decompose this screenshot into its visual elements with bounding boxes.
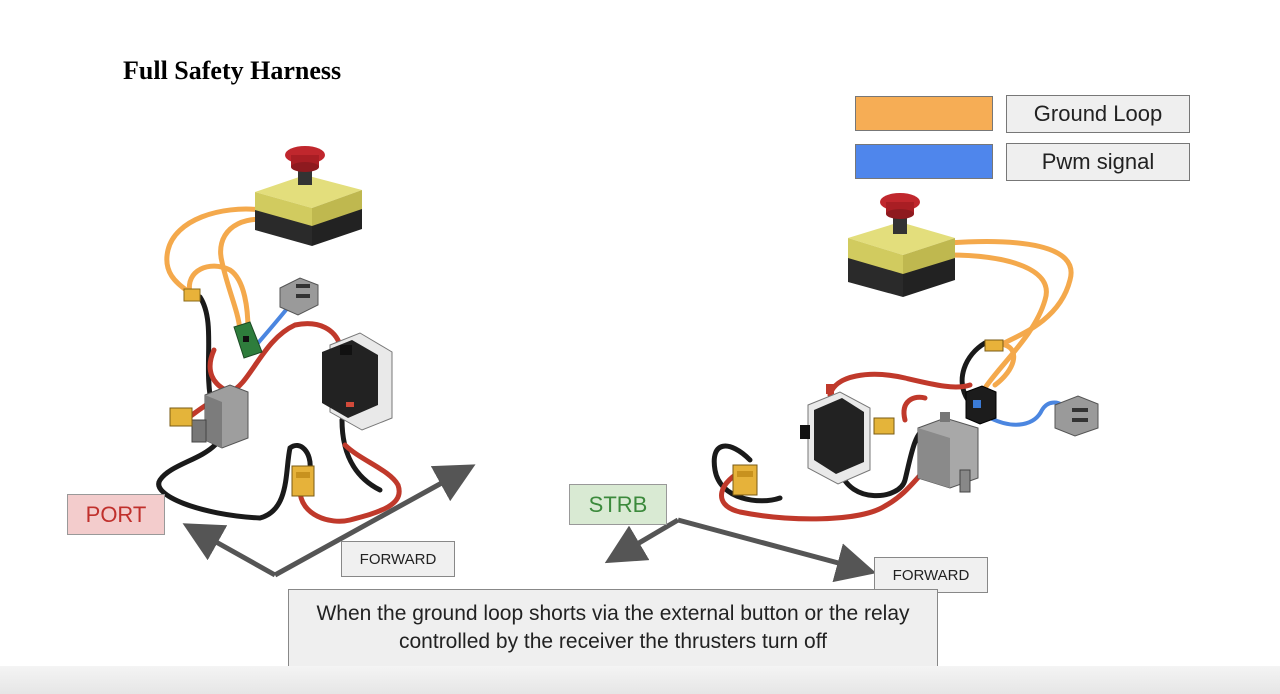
port-receiver-board bbox=[233, 321, 263, 359]
strb-estop-switch bbox=[848, 193, 955, 297]
page-title: Full Safety Harness bbox=[123, 56, 342, 85]
bottom-bar bbox=[0, 666, 1280, 694]
strb-xt-connector-middle bbox=[873, 417, 895, 435]
port-xt-connector-top bbox=[183, 288, 201, 302]
strb-xt-connector-top bbox=[984, 339, 1004, 352]
port-direction-arrows bbox=[182, 464, 476, 578]
strb-harness bbox=[604, 193, 1099, 583]
port-ground-wires bbox=[156, 294, 383, 521]
strb-relay-module bbox=[965, 385, 997, 425]
caption-text: When the ground loop shorts via the exte… bbox=[316, 602, 910, 653]
caption-box: When the ground loop shorts via the exte… bbox=[288, 589, 938, 667]
port-ground-loop-wires bbox=[164, 206, 273, 333]
strb-xt-connector-bottom bbox=[732, 464, 758, 496]
port-harness bbox=[156, 146, 476, 578]
strb-ground-wires bbox=[711, 340, 988, 504]
forward-label-strb: FORWARD bbox=[874, 557, 988, 593]
port-servo-plug bbox=[279, 277, 319, 316]
legend-label-pwm-signal: Pwm signal bbox=[1006, 143, 1190, 181]
legend-label-ground-loop: Ground Loop bbox=[1006, 95, 1190, 133]
port-circuit-breaker bbox=[322, 332, 393, 431]
port-xt-connector-bottom bbox=[291, 465, 315, 497]
strb-circuit-breaker bbox=[800, 384, 871, 485]
strb-relay bbox=[917, 412, 979, 493]
port-label: PORT bbox=[67, 494, 165, 535]
strb-ground-loop-wires bbox=[945, 239, 1074, 391]
legend-swatch-pwm-signal bbox=[855, 144, 993, 179]
forward-label-port: FORWARD bbox=[341, 541, 455, 577]
strb-power-wires bbox=[719, 371, 973, 522]
strb-pwm-wire bbox=[988, 400, 1064, 427]
strb-direction-arrows bbox=[604, 517, 877, 583]
strb-label: STRB bbox=[569, 484, 667, 525]
strb-servo-plug bbox=[1054, 395, 1099, 437]
port-relay bbox=[169, 384, 249, 449]
port-estop-switch bbox=[255, 146, 362, 246]
legend-swatch-ground-loop bbox=[855, 96, 993, 131]
